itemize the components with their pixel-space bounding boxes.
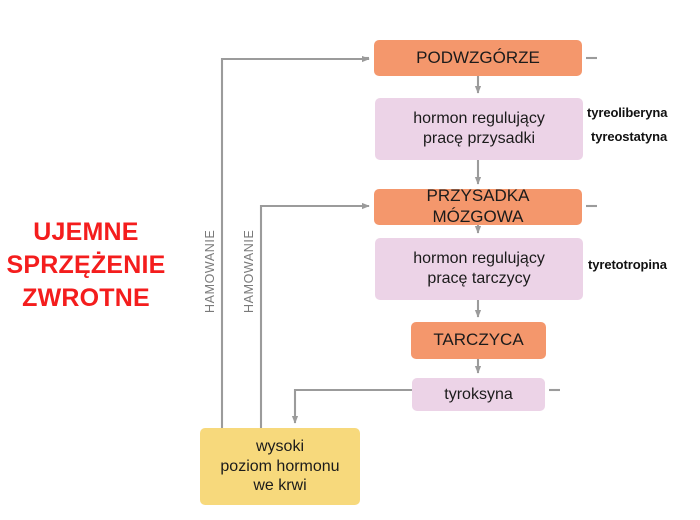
node-tyroksyna[interactable]: tyroksyna	[412, 378, 545, 411]
edge-inhibition-to-przysadka	[259, 202, 370, 428]
side-label-tyreoliberyna: tyreoliberyna	[587, 105, 668, 120]
node-hormon-regulujacy-prace-tarczycy[interactable]: hormon regulujący pracę tarczycy	[375, 238, 583, 300]
edge-label-hamowanie-outer: HAMOWANIE	[203, 229, 217, 313]
side-label-tyretotropina: tyretotropina	[588, 257, 667, 272]
negative-feedback-title: UJEMNE SPRZĘŻENIE ZWROTNE	[6, 218, 166, 312]
node-hormon-regulujacy-prace-przysadki[interactable]: hormon regulujący pracę przysadki	[375, 98, 583, 160]
node-wysoki-poziom-hormonu-we-krwi[interactable]: wysoki poziom hormonu we krwi	[200, 428, 360, 505]
side-label-tyreostatyna: tyreostatyna	[591, 129, 668, 144]
edge-tyroksyna-to-wysoki-poziom	[291, 388, 412, 424]
node-podwzgorze[interactable]: PODWZGÓRZE	[374, 40, 582, 76]
node-przysadka-mozgowa[interactable]: PRZYSADKA MÓZGOWA	[374, 186, 582, 226]
edge-label-hamowanie-inner: HAMOWANIE	[242, 229, 256, 313]
node-tarczyca[interactable]: TARCZYCA	[411, 322, 546, 359]
